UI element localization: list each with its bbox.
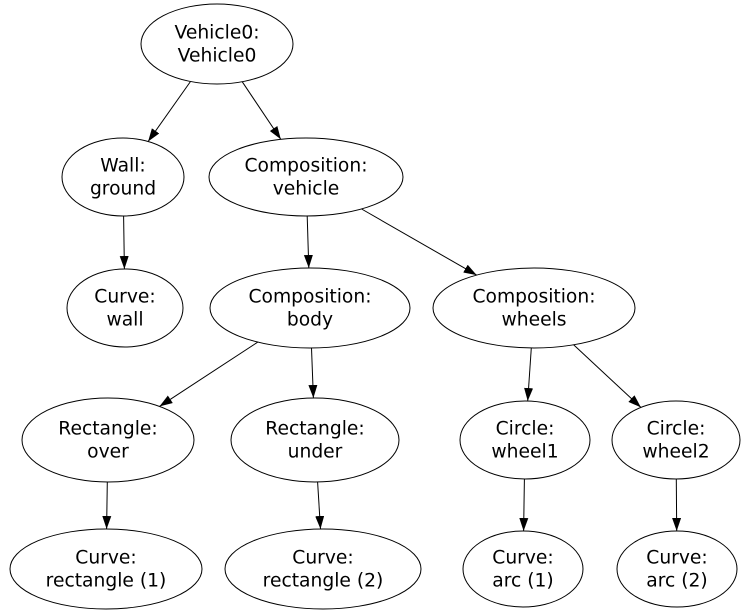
node-curve-arc-1: Curve: arc (1) xyxy=(462,530,584,608)
node-rectangle-under-label-line2: under xyxy=(288,442,343,463)
node-curve-arc-2-shape xyxy=(616,530,738,608)
node-circle-wheel1: Circle: wheel1 xyxy=(459,400,591,480)
node-wall-ground-label-line1: Wall: xyxy=(100,156,145,177)
edge-vehicle0-to-wall-ground xyxy=(147,81,191,142)
node-vehicle0-shape xyxy=(140,3,294,85)
node-curve-arc-1-label-line1: Curve: xyxy=(492,548,553,569)
node-circle-wheel2: Circle: wheel2 xyxy=(611,400,741,480)
node-circle-wheel1-label-line1: Circle: xyxy=(496,419,555,440)
node-rectangle-over: Rectangle: over xyxy=(21,397,195,483)
node-composition-wheels: Composition: wheels xyxy=(432,267,636,349)
node-curve-arc-2-label-line2: arc (2) xyxy=(646,571,707,592)
node-curve-wall-shape xyxy=(66,268,184,348)
edge-composition-body-to-rect-over xyxy=(159,341,259,407)
node-rectangle-over-label-line2: over xyxy=(87,442,129,463)
node-composition-vehicle-label-line1: Composition: xyxy=(244,156,367,177)
node-curve-rectangle-1-shape xyxy=(9,528,203,610)
node-curve-wall-label-line2: wall xyxy=(106,310,143,331)
node-curve-arc-2: Curve: arc (2) xyxy=(616,530,738,608)
edge-composition-wheels-to-wheel1 xyxy=(524,347,534,402)
edge-composition-body-to-rect-under xyxy=(308,347,318,399)
node-composition-body-label-line2: body xyxy=(287,310,333,331)
node-composition-wheels-label-line1: Composition: xyxy=(472,287,595,308)
node-composition-vehicle: Composition: vehicle xyxy=(208,137,404,217)
node-curve-wall-label-line1: Curve: xyxy=(94,287,155,308)
node-circle-wheel2-shape xyxy=(611,400,741,480)
node-wall-ground-label-line2: ground xyxy=(90,179,156,200)
node-curve-rectangle-1-label-line1: Curve: xyxy=(75,548,136,569)
node-curve-arc-2-label-line1: Curve: xyxy=(646,548,707,569)
node-vehicle0: Vehicle0: Vehicle0 xyxy=(140,3,294,85)
node-curve-rectangle-2-shape xyxy=(224,528,422,610)
node-circle-wheel1-shape xyxy=(459,400,591,480)
node-composition-vehicle-label-line2: vehicle xyxy=(273,179,340,200)
node-circle-wheel2-label-line1: Circle: xyxy=(647,419,706,440)
node-rectangle-under-shape xyxy=(230,397,400,483)
node-vehicle0-label-line1: Vehicle0: xyxy=(174,23,259,44)
node-curve-rectangle-1-label-line2: rectangle (1) xyxy=(46,571,167,592)
edge-vehicle0-to-composition-vehicle xyxy=(241,81,282,140)
node-curve-wall: Curve: wall xyxy=(66,268,184,348)
node-curve-arc-1-label-line2: arc (1) xyxy=(492,571,553,592)
edge-composition-wheels-to-wheel2 xyxy=(573,344,642,408)
node-composition-body-label-line1: Composition: xyxy=(248,287,371,308)
node-curve-rectangle-2: Curve: rectangle (2) xyxy=(224,528,422,610)
node-wall-ground: Wall: ground xyxy=(61,137,185,217)
node-composition-body: Composition: body xyxy=(209,267,411,349)
node-composition-wheels-label-line2: wheels xyxy=(501,310,566,331)
edge-composition-vehicle-to-body xyxy=(303,215,313,269)
node-rectangle-under-label-line1: Rectangle: xyxy=(265,419,364,440)
node-rectangle-over-label-line1: Rectangle: xyxy=(58,419,157,440)
node-circle-wheel2-label-line2: wheel2 xyxy=(642,442,709,463)
node-composition-body-shape xyxy=(209,267,411,349)
node-vehicle0-label-line2: Vehicle0 xyxy=(178,46,257,67)
node-curve-rectangle-2-label-line2: rectangle (2) xyxy=(263,571,384,592)
node-wall-ground-shape xyxy=(61,137,185,217)
edge-rect-over-to-curve-rectangle-1 xyxy=(102,481,112,530)
node-curve-rectangle-2-label-line1: Curve: xyxy=(292,548,353,569)
edge-composition-vehicle-to-wheels xyxy=(361,208,477,276)
node-composition-vehicle-shape xyxy=(208,137,404,217)
edge-group xyxy=(102,81,682,532)
node-rectangle-under: Rectangle: under xyxy=(230,397,400,483)
node-curve-rectangle-1: Curve: rectangle (1) xyxy=(9,528,203,610)
edge-wheel1-to-curve-arc-1 xyxy=(519,478,529,532)
node-curve-arc-1-shape xyxy=(462,530,584,608)
edge-wall-ground-to-curve-wall xyxy=(119,215,129,270)
edge-rect-under-to-curve-rectangle-2 xyxy=(315,481,325,530)
node-rectangle-over-shape xyxy=(21,397,195,483)
node-composition-wheels-shape xyxy=(432,267,636,349)
node-circle-wheel1-label-line2: wheel1 xyxy=(491,442,558,463)
